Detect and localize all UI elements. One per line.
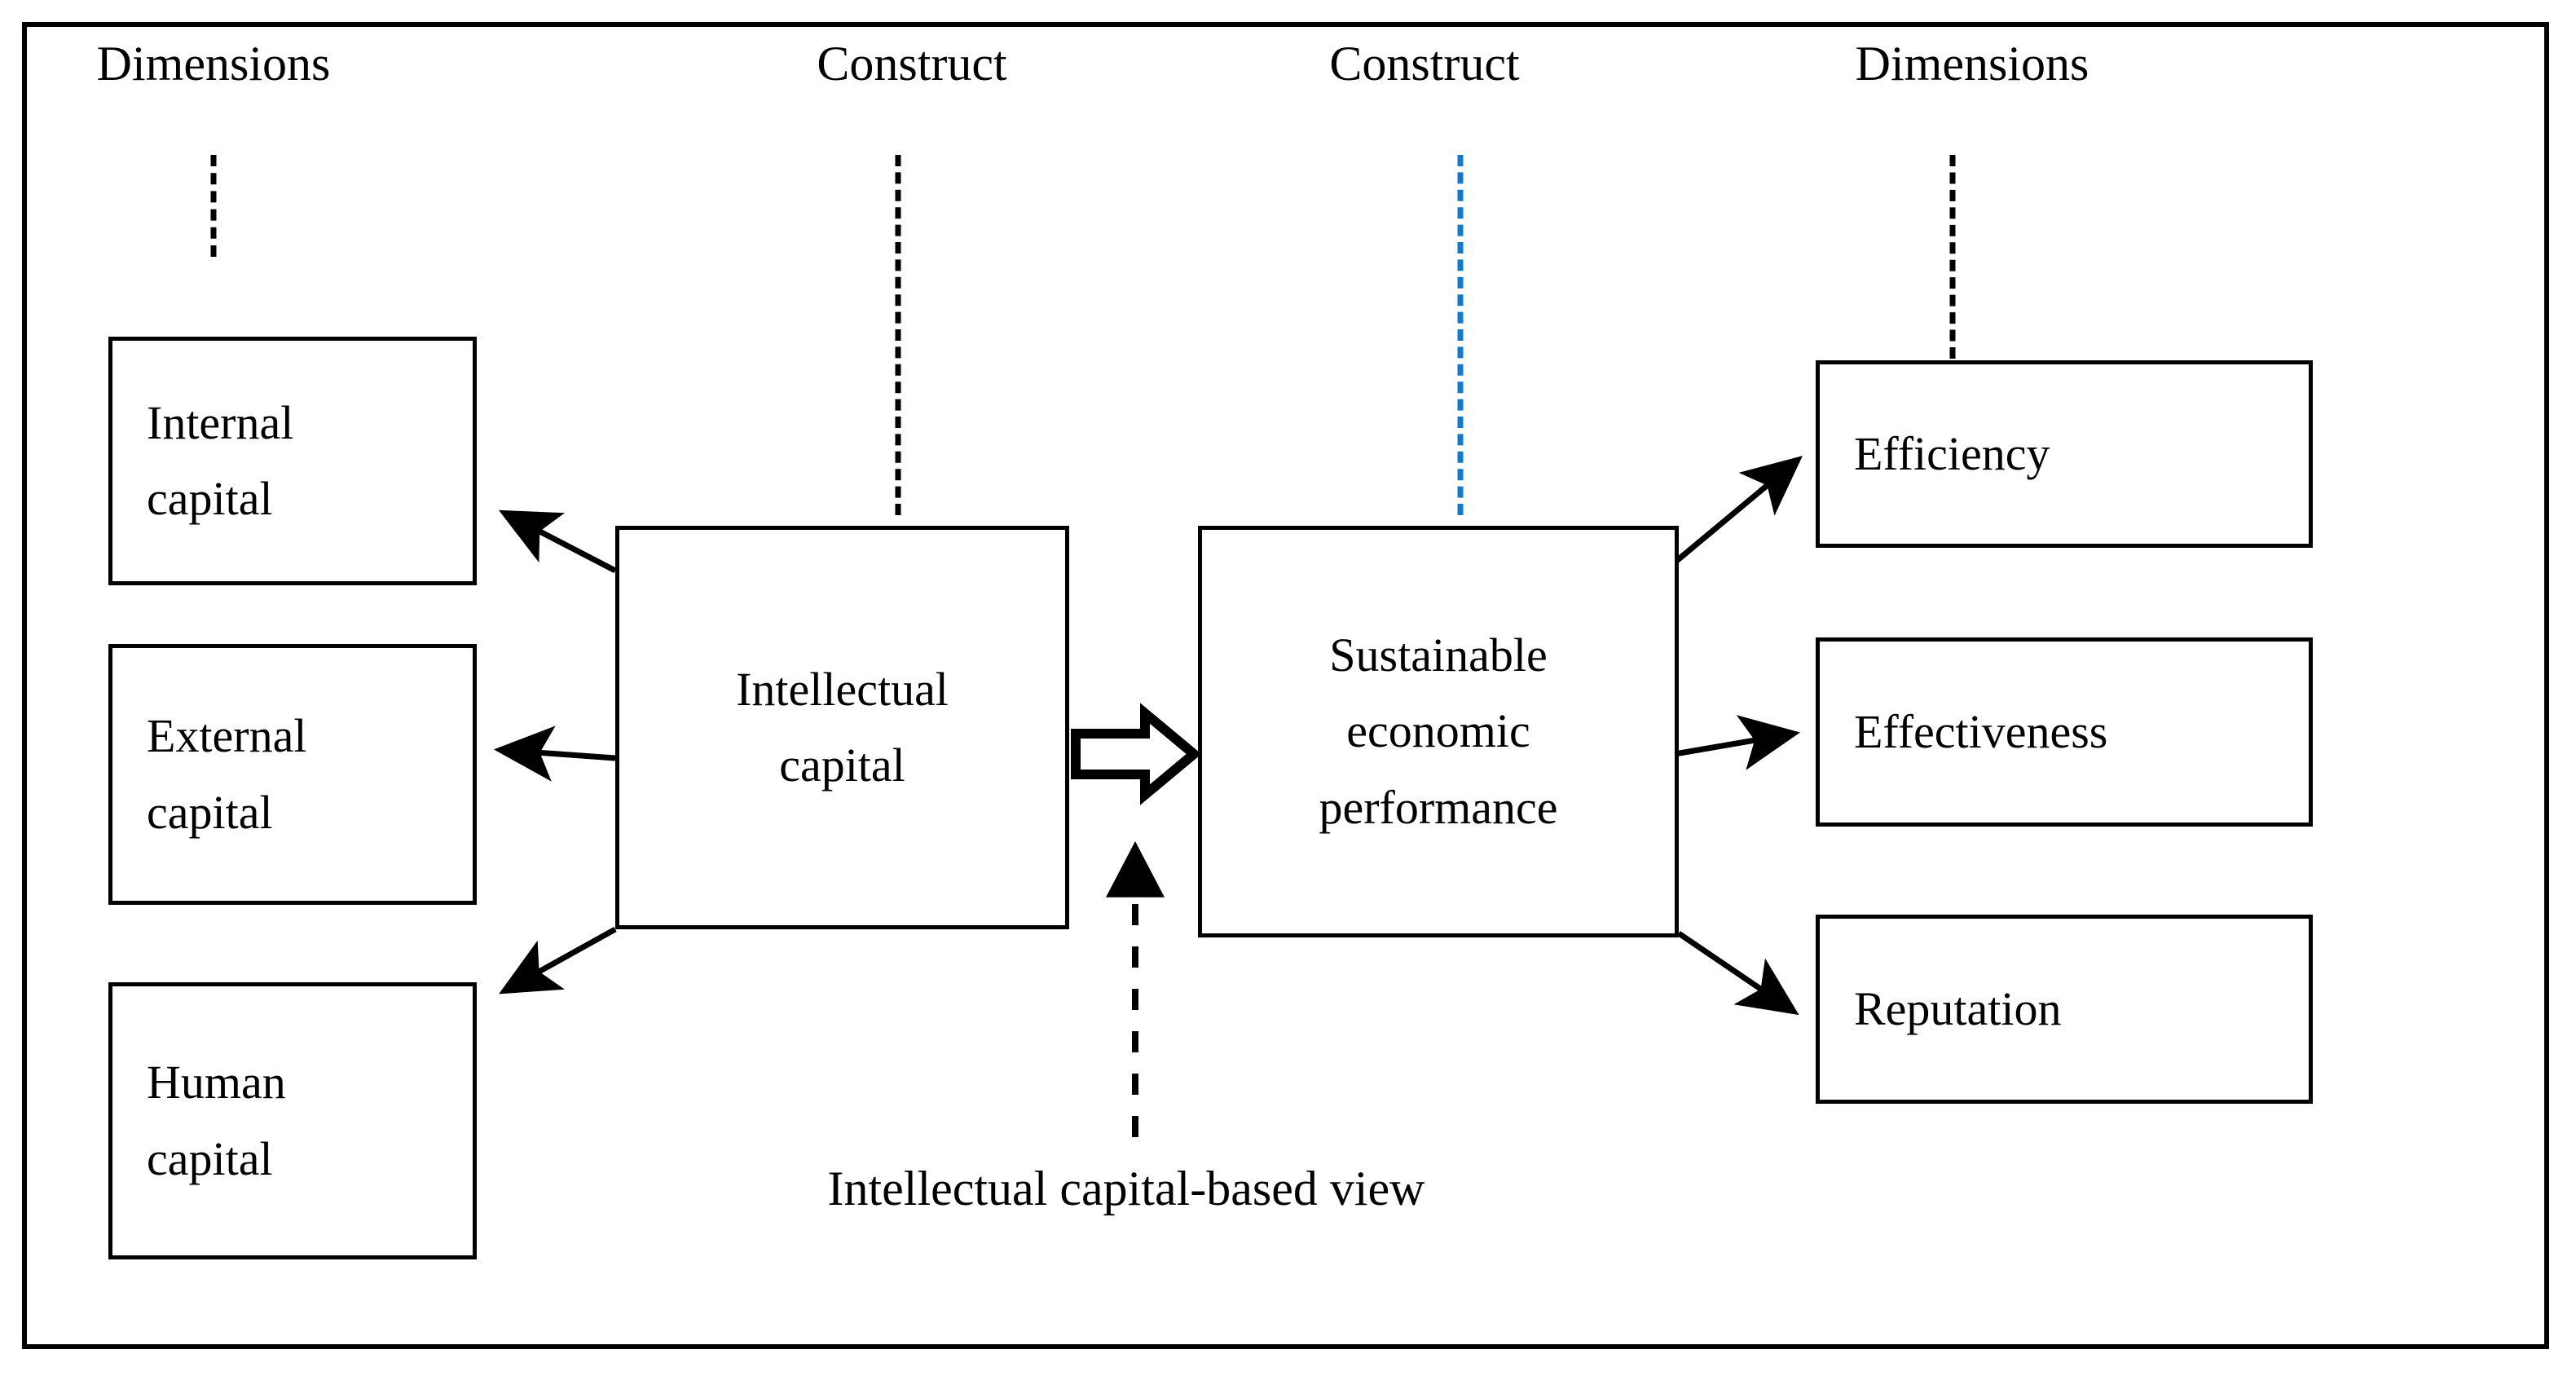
- header-construct-left: Construct: [817, 37, 1007, 90]
- header-dimensions-left: Dimensions: [96, 37, 331, 90]
- node-internal-capital-label: Internal capital: [147, 395, 294, 526]
- header-dimensions-right: Dimensions: [1855, 37, 2089, 90]
- node-efficiency-label: Efficiency: [1854, 427, 2050, 481]
- leader-line-construct-right: [1457, 155, 1464, 515]
- node-human-capital[interactable]: Human capital: [108, 982, 477, 1259]
- node-effectiveness-label: Effectiveness: [1854, 705, 2108, 759]
- leader-line-dimensions-left: [210, 155, 217, 257]
- node-effectiveness[interactable]: Effectiveness: [1816, 637, 2313, 827]
- node-intellectual-capital[interactable]: Intellectual capital: [615, 526, 1069, 929]
- node-sustainable-economic-performance[interactable]: Sustainable economic performance: [1198, 526, 1679, 937]
- node-efficiency[interactable]: Efficiency: [1816, 360, 2313, 548]
- caption-intellectual-capital-based-view: Intellectual capital-based view: [827, 1162, 1425, 1215]
- node-human-capital-label: Human capital: [147, 1056, 286, 1185]
- node-reputation[interactable]: Reputation: [1816, 915, 2313, 1104]
- node-intellectual-capital-label: Intellectual capital: [736, 662, 949, 792]
- node-reputation-label: Reputation: [1854, 982, 2062, 1036]
- node-external-capital-label: External capital: [147, 709, 307, 839]
- leader-line-dimensions-right: [1949, 155, 1956, 359]
- leader-line-construct-left: [895, 155, 901, 515]
- header-construct-right: Construct: [1329, 37, 1520, 90]
- figure-border: [22, 22, 2549, 1349]
- node-external-capital[interactable]: External capital: [108, 644, 477, 905]
- node-internal-capital[interactable]: Internal capital: [108, 337, 477, 585]
- node-sustainable-economic-performance-label: Sustainable economic performance: [1319, 628, 1558, 835]
